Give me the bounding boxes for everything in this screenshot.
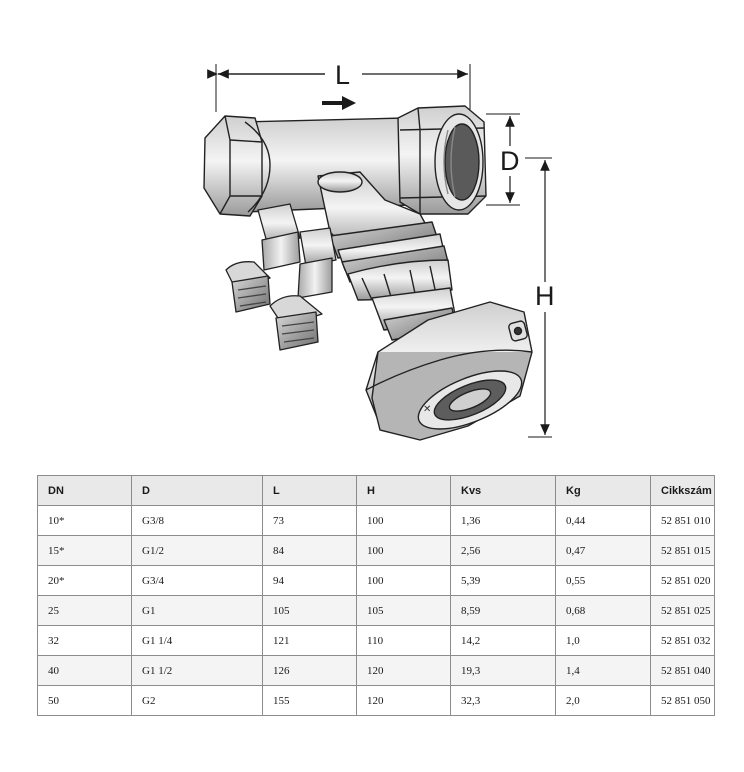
cell-kvs: 32,3 <box>450 685 556 716</box>
cell-l: 155 <box>262 685 357 716</box>
table-row: 20* G3/4 94 100 5,39 0,55 52 851 020 <box>37 565 715 596</box>
cell-d: G3/4 <box>131 565 263 596</box>
cell-h: 120 <box>356 655 451 686</box>
cell-h: 100 <box>356 565 451 596</box>
header-kvs: Kvs <box>450 475 556 506</box>
valve-technical-drawing: L D H <box>203 60 555 441</box>
diameter-label: D <box>500 146 520 176</box>
cell-kvs: 1,36 <box>450 505 556 536</box>
table-row: 40 G1 1/2 126 120 19,3 1,4 52 851 040 <box>37 655 715 686</box>
cell-d: G1 1/2 <box>131 655 263 686</box>
cell-article-number: 52 851 050 <box>650 685 715 716</box>
cell-l: 73 <box>262 505 357 536</box>
handwheel: ✕ <box>365 301 533 441</box>
cell-kvs: 14,2 <box>450 625 556 656</box>
header-dn: DN <box>37 475 132 506</box>
cell-dn: 10* <box>37 505 132 536</box>
valve-specification-table: DN D L H Kvs Kg Cikkszám 10* G3/8 73 100… <box>37 475 715 716</box>
cell-l: 105 <box>262 595 357 626</box>
svg-text:✕: ✕ <box>423 404 431 415</box>
header-kg: Kg <box>555 475 651 506</box>
cell-kvs: 19,3 <box>450 655 556 686</box>
cell-article-number: 52 851 025 <box>650 595 715 626</box>
cell-kvs: 2,56 <box>450 535 556 566</box>
dimension-diameter: D <box>486 113 520 206</box>
cell-article-number: 52 851 040 <box>650 655 715 686</box>
dimension-height: H <box>525 157 555 438</box>
cell-d: G1 1/4 <box>131 625 263 656</box>
cell-d: G3/8 <box>131 505 263 536</box>
header-h: H <box>356 475 451 506</box>
flow-direction-arrow-icon <box>322 96 356 110</box>
cell-kvs: 5,39 <box>450 565 556 596</box>
cell-h: 100 <box>356 535 451 566</box>
header-article-number: Cikkszám <box>650 475 715 506</box>
cell-l: 94 <box>262 565 357 596</box>
cell-dn: 40 <box>37 655 132 686</box>
cell-kg: 0,55 <box>555 565 651 596</box>
cell-l: 84 <box>262 535 357 566</box>
cell-kvs: 8,59 <box>450 595 556 626</box>
test-port-left <box>225 203 301 313</box>
table-row: 10* G3/8 73 100 1,36 0,44 52 851 010 <box>37 505 715 536</box>
cell-article-number: 52 851 020 <box>650 565 715 596</box>
cell-d: G1/2 <box>131 535 263 566</box>
cell-kg: 0,44 <box>555 505 651 536</box>
cell-kg: 0,47 <box>555 535 651 566</box>
cell-dn: 25 <box>37 595 132 626</box>
table-header-row: DN D L H Kvs Kg Cikkszám <box>37 475 715 506</box>
cell-article-number: 52 851 015 <box>650 535 715 566</box>
cell-l: 121 <box>262 625 357 656</box>
table-row: 25 G1 105 105 8,59 0,68 52 851 025 <box>37 595 715 626</box>
dimension-length: L <box>207 60 471 112</box>
cell-kg: 0,68 <box>555 595 651 626</box>
cell-d: G2 <box>131 685 263 716</box>
test-port-right <box>269 227 337 351</box>
length-label: L <box>335 60 350 90</box>
cell-dn: 15* <box>37 535 132 566</box>
cell-l: 126 <box>262 655 357 686</box>
table-row: 50 G2 155 120 32,3 2,0 52 851 050 <box>37 685 715 716</box>
table-row: 15* G1/2 84 100 2,56 0,47 52 851 015 <box>37 535 715 566</box>
cell-kg: 1,4 <box>555 655 651 686</box>
valve-body <box>203 105 487 341</box>
cell-h: 100 <box>356 505 451 536</box>
cell-dn: 20* <box>37 565 132 596</box>
cell-dn: 32 <box>37 625 132 656</box>
table-row: 32 G1 1/4 121 110 14,2 1,0 52 851 032 <box>37 625 715 656</box>
cell-kg: 1,0 <box>555 625 651 656</box>
cell-h: 120 <box>356 685 451 716</box>
cell-article-number: 52 851 032 <box>650 625 715 656</box>
cell-d: G1 <box>131 595 263 626</box>
cell-dn: 50 <box>37 685 132 716</box>
cell-h: 110 <box>356 625 451 656</box>
header-d: D <box>131 475 263 506</box>
cell-h: 105 <box>356 595 451 626</box>
cell-article-number: 52 851 010 <box>650 505 715 536</box>
height-label: H <box>535 281 555 311</box>
cell-kg: 2,0 <box>555 685 651 716</box>
header-l: L <box>262 475 357 506</box>
